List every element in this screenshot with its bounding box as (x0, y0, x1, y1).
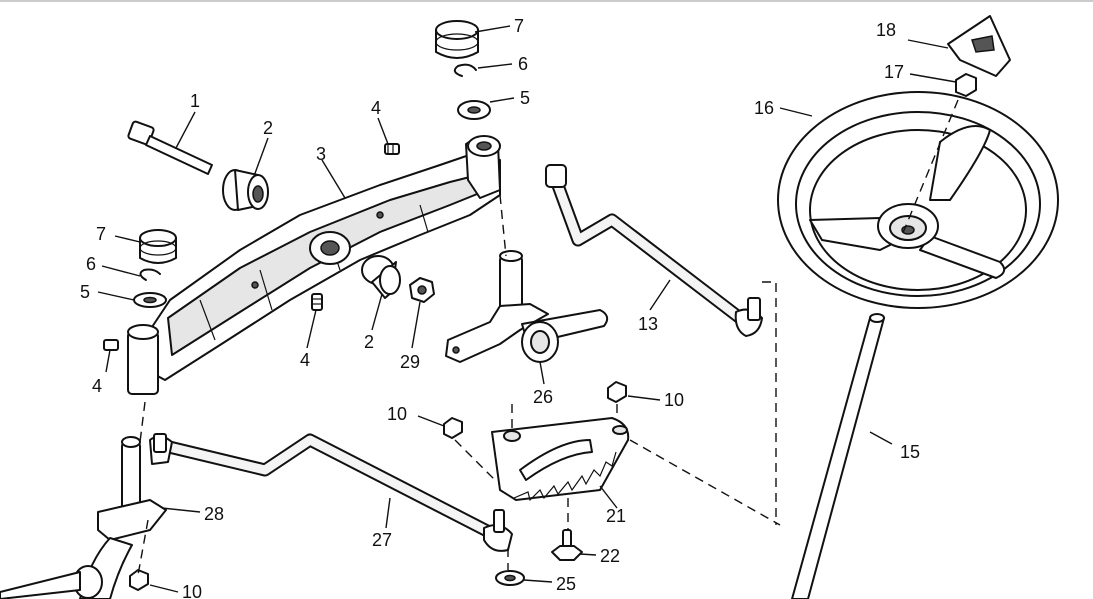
e-clip-lower (139, 268, 161, 281)
callout-5-upper: 5 (520, 88, 530, 108)
washer-25 (495, 570, 525, 586)
callout-26: 26 (533, 387, 553, 407)
callout-6-lower: 6 (86, 254, 96, 274)
steering-wheel (777, 91, 1059, 309)
pivot-bolt (127, 120, 213, 175)
e-clip-upper (453, 63, 477, 77)
callout-3: 3 (316, 144, 326, 164)
dust-cap-upper (435, 20, 479, 59)
callout-15: 15 (900, 442, 920, 462)
spindle-right (445, 250, 609, 363)
nut-10-c (129, 569, 149, 591)
sector-gear (491, 417, 630, 502)
grease-fitting-c (103, 339, 119, 351)
callout-28: 28 (204, 504, 224, 524)
callout-17: 17 (884, 62, 904, 82)
callout-10-left: 10 (387, 404, 407, 424)
leader-lines (97, 25, 957, 593)
callout-6-upper: 6 (518, 54, 528, 74)
callout-4-lower-mid: 4 (300, 350, 310, 370)
callout-21: 21 (606, 506, 626, 526)
grease-fitting-a (384, 143, 400, 155)
callout-2-lower: 2 (364, 332, 374, 352)
callout-10-bottom: 10 (182, 582, 202, 599)
axle-pivot-left (127, 324, 159, 395)
grease-fitting-b (311, 293, 323, 311)
callout-10-right: 10 (664, 390, 684, 410)
tie-rod (149, 433, 513, 552)
callout-22: 22 (600, 546, 620, 566)
callout-2-upper: 2 (263, 118, 273, 138)
callout-29: 29 (400, 352, 420, 372)
front-axle (149, 151, 501, 381)
callout-5-lower: 5 (80, 282, 90, 302)
washer-upper (457, 100, 491, 120)
callout-labels: 1 2 3 4 7 6 5 7 6 5 4 4 2 29 26 13 10 10… (80, 16, 920, 599)
axle-pivot-right (465, 135, 501, 199)
nut-29 (409, 277, 435, 303)
assembly-lines (137, 99, 959, 576)
callout-16: 16 (754, 98, 774, 118)
bushing-lower (361, 255, 401, 299)
steering-shaft (791, 313, 885, 599)
bushing-upper (222, 169, 269, 211)
dust-cap-lower (139, 229, 177, 264)
drag-link (545, 164, 763, 337)
callout-7-upper: 7 (514, 16, 524, 36)
callout-13: 13 (638, 314, 658, 334)
callout-27: 27 (372, 530, 392, 550)
nut-10-b (607, 381, 627, 403)
nut-10-a (443, 417, 463, 439)
steering-nut (955, 73, 977, 97)
washer-lower (133, 292, 167, 308)
callout-4-lower-left: 4 (92, 376, 102, 396)
callout-1: 1 (190, 91, 200, 111)
callout-18: 18 (876, 20, 896, 40)
callout-4-upper: 4 (371, 98, 381, 118)
spindle-left (0, 436, 167, 599)
steering-cap (947, 15, 1011, 77)
bolt-22 (551, 529, 583, 561)
callout-7-lower: 7 (96, 224, 106, 244)
callout-25: 25 (556, 574, 576, 594)
